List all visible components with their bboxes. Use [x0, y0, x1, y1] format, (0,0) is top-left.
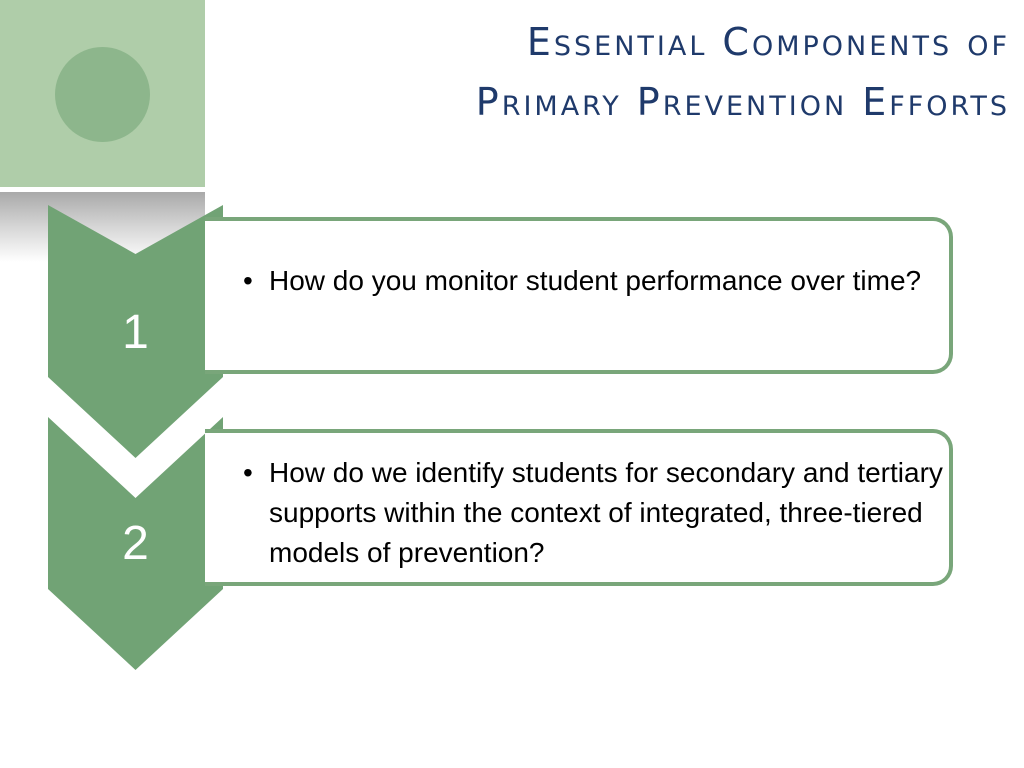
- step-2-bullet-text: How do we identify students for secondar…: [269, 457, 943, 568]
- step-2-bullet-item: • How do we identify students for second…: [243, 453, 943, 573]
- step-1-bullet-item: • How do you monitor student performance…: [243, 261, 943, 301]
- bullet-dot-icon: •: [243, 457, 253, 488]
- step-2-content-box: • How do we identify students for second…: [205, 429, 953, 586]
- slide-title: Essential Components of Primary Preventi…: [250, 12, 1010, 132]
- step-1-bullet-text: How do you monitor student performance o…: [269, 265, 922, 296]
- title-line-2: Primary Prevention Efforts: [475, 80, 1010, 124]
- corner-decoration-circle: [55, 47, 150, 142]
- title-line-1: Essential Components of: [526, 20, 1010, 64]
- step-1-content-box: • How do you monitor student performance…: [205, 217, 953, 374]
- bullet-dot-icon: •: [243, 265, 253, 296]
- corner-divider: [0, 187, 205, 192]
- step-2-number: 2: [122, 517, 149, 570]
- step-1-number: 1: [122, 306, 149, 359]
- process-step-1: 1 • How do you monitor student performan…: [0, 205, 1024, 458]
- process-step-2: 2 • How do we identify students for seco…: [0, 417, 1024, 670]
